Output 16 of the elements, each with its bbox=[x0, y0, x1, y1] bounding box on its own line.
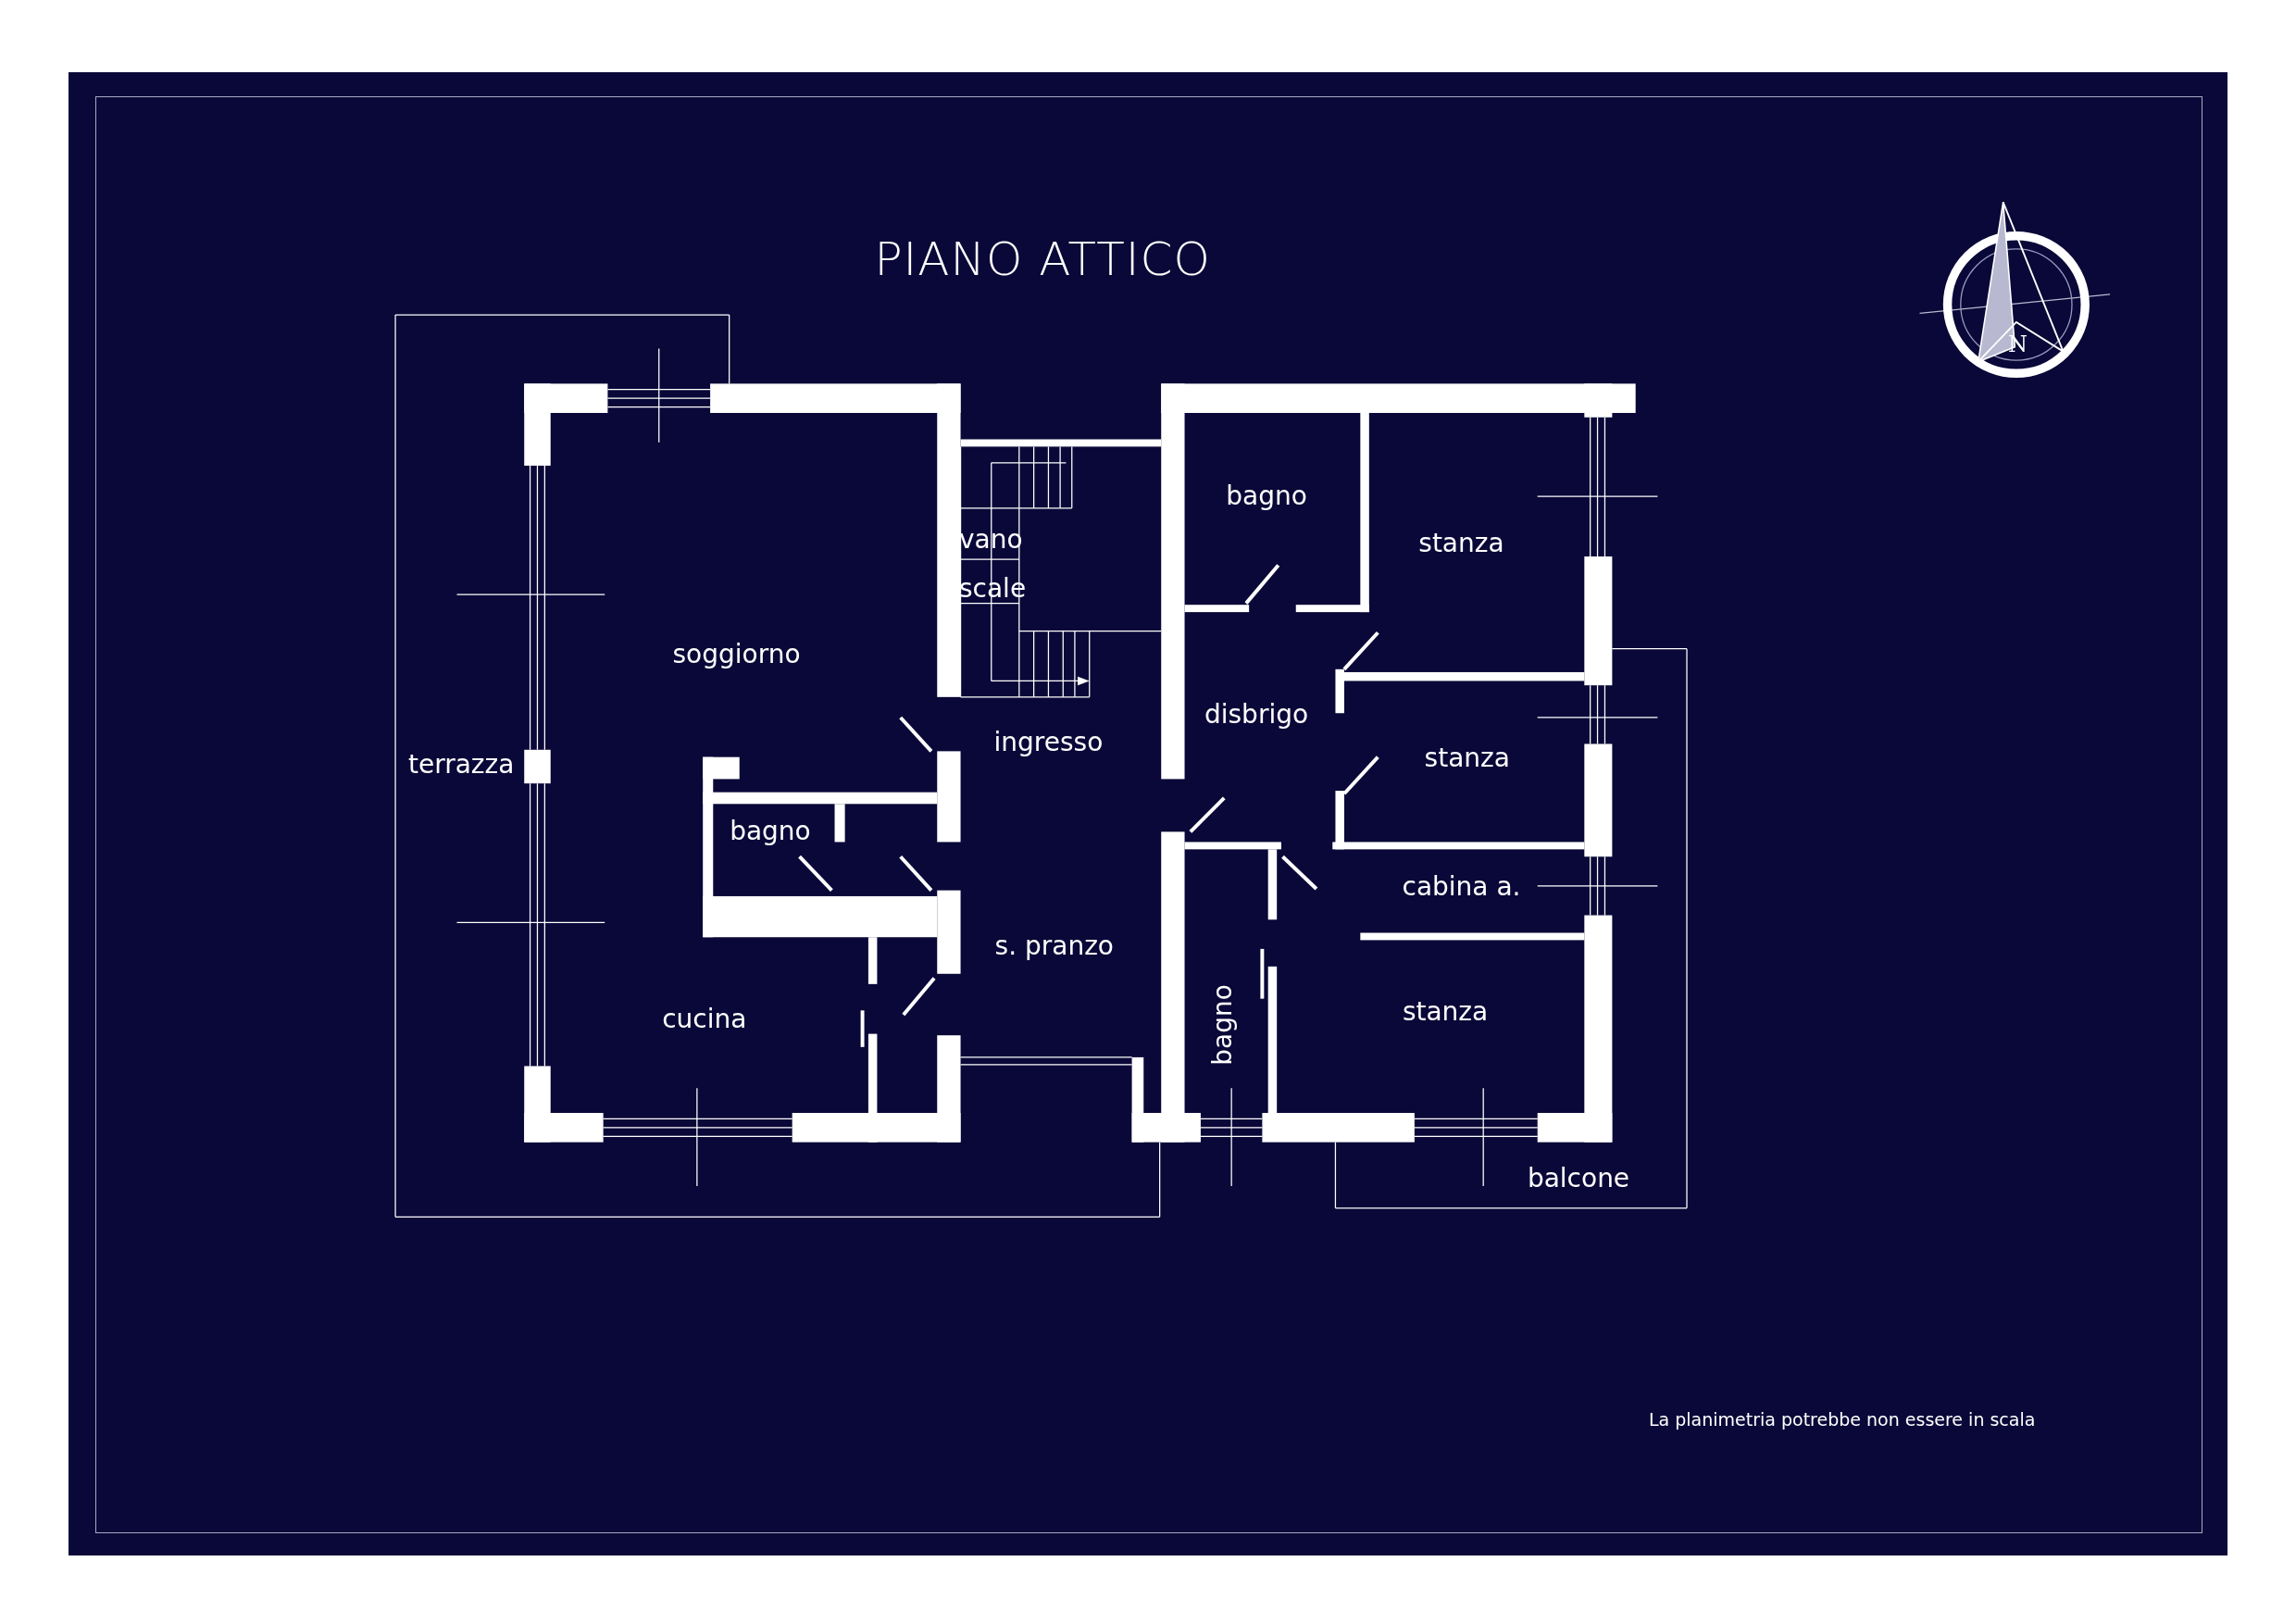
room-name: bagno bbox=[1226, 481, 1307, 512]
room-name: s. pranzo bbox=[994, 931, 1114, 961]
room-name: cabina a. bbox=[1402, 872, 1521, 903]
room-name: stanza bbox=[1402, 996, 1489, 1027]
room-name: bagno bbox=[1207, 984, 1238, 1066]
room-name: stanza bbox=[1418, 528, 1504, 558]
room-name: soggiorno bbox=[672, 639, 801, 670]
room-name: disbrigo bbox=[1204, 699, 1309, 730]
room-name: cucina bbox=[662, 1004, 747, 1034]
room-name: terrazza bbox=[408, 749, 515, 780]
room-name: balcone bbox=[1527, 1164, 1630, 1194]
room-name: bagno bbox=[730, 817, 811, 847]
scale-note: La planimetria potrebbe non essere in scala bbox=[1649, 1410, 2036, 1431]
room-name: ingresso bbox=[993, 727, 1104, 757]
room-name: stanza bbox=[1424, 743, 1510, 774]
plan-title: PIANO ATTICO bbox=[874, 231, 1211, 286]
